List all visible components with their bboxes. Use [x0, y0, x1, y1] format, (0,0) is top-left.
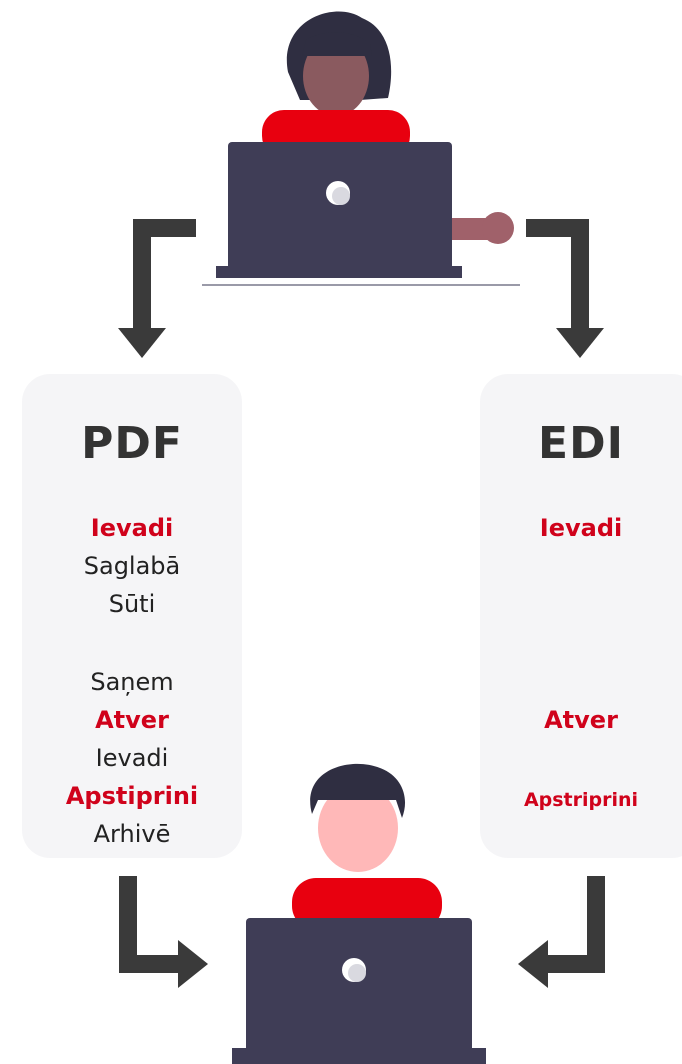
pdf-step: Saglabā [83, 552, 181, 580]
sender-laptop-icon [202, 142, 520, 286]
pdf-step: Saņem [90, 668, 174, 696]
edi-step: Ievadi [539, 514, 623, 542]
pdf-step: Ievadi [90, 514, 174, 542]
pdf-step: Ievadi [95, 744, 169, 772]
arrow-to-edi-icon [526, 219, 604, 358]
edi-step: Atver [544, 706, 618, 734]
pdf-step: Apstiprini [65, 782, 199, 810]
pdf-step: Atver [95, 706, 169, 734]
receiver-person-icon [292, 763, 442, 930]
edi-title: EDI [538, 418, 624, 469]
arrow-from-pdf-icon [119, 876, 208, 988]
pdf-panel: PDF Ievadi Saglabā Sūti Saņem Atver Ieva… [22, 374, 242, 858]
pdf-step: Sūti [108, 590, 156, 618]
arrow-from-edi-icon [518, 876, 605, 988]
arrow-to-pdf-icon [118, 219, 196, 358]
edi-panel: EDI Ievadi Atver Apstriprini [480, 374, 682, 858]
pdf-step: Arhivē [93, 820, 171, 848]
edi-step: Apstriprini [523, 789, 639, 811]
pdf-title: PDF [81, 418, 183, 469]
receiver-laptop-icon [232, 918, 486, 1064]
